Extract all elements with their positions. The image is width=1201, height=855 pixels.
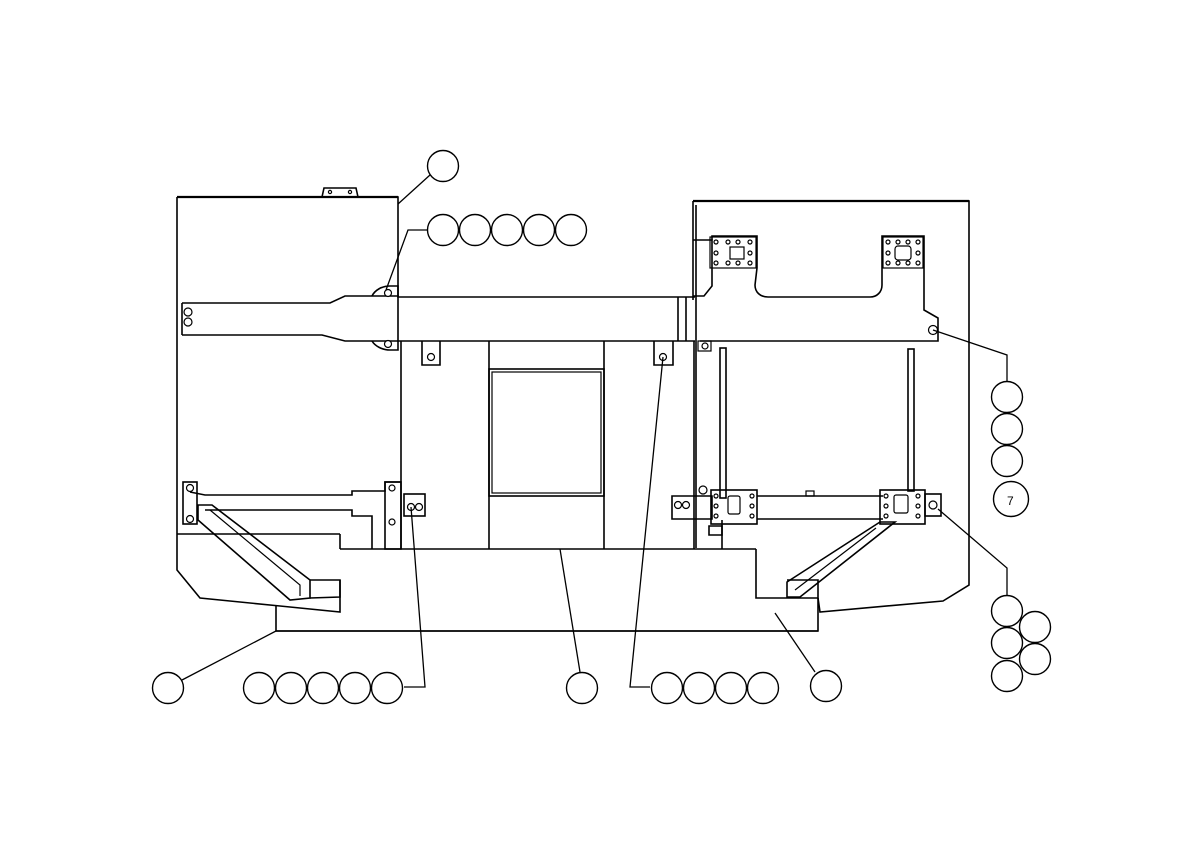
callout-bottom-left[interactable] (151, 671, 185, 705)
callout-bottom-row-b-4[interactable] (746, 671, 780, 705)
frame-drawing (176, 187, 970, 632)
callout-circle[interactable] (990, 594, 1024, 628)
callout-circle[interactable] (746, 671, 780, 705)
callout-circle[interactable] (990, 412, 1024, 446)
callout-circle[interactable] (151, 671, 185, 705)
callout-top-row-4[interactable] (522, 213, 556, 247)
callout-top-row-1[interactable] (426, 213, 460, 247)
callout-label: 7 (1007, 494, 1014, 508)
callout-bottom-row-a-1[interactable] (242, 671, 276, 705)
callout-right-lower-1[interactable] (990, 594, 1024, 628)
callout-circle[interactable] (426, 149, 460, 183)
callout-circle[interactable] (990, 659, 1024, 693)
callout-right-lower-4[interactable] (1018, 642, 1052, 676)
callout-right-selected[interactable]: 7 (992, 480, 1030, 518)
callout-circle[interactable] (426, 213, 460, 247)
callout-circle[interactable] (242, 671, 276, 705)
callout-right-lower-5[interactable] (990, 659, 1024, 693)
callout-circle[interactable] (1018, 610, 1052, 644)
callout-circle[interactable] (990, 626, 1024, 660)
callout-top-row-3[interactable] (490, 213, 524, 247)
callout-circle[interactable] (306, 671, 340, 705)
callout-circle[interactable] (990, 380, 1024, 414)
callout-bottom-row-b-3[interactable] (714, 671, 748, 705)
callout-circle[interactable] (650, 671, 684, 705)
callout-circle[interactable] (990, 444, 1024, 478)
callout-bottom-row-a-2[interactable] (274, 671, 308, 705)
callout-circle[interactable] (522, 213, 556, 247)
left-panel-top (177, 196, 399, 297)
callout-circle[interactable] (458, 213, 492, 247)
callout-circle[interactable] (274, 671, 308, 705)
callout-bottom-row-b-1[interactable] (650, 671, 684, 705)
callout-top-row-5[interactable] (554, 213, 588, 247)
callout-bottom-row-a-4[interactable] (338, 671, 372, 705)
callout-circle-selected[interactable] (992, 480, 1030, 518)
callout-bottom-right[interactable] (809, 669, 843, 703)
callout-group: 7 (151, 149, 1052, 705)
callout-right-lower-2[interactable] (1018, 610, 1052, 644)
callout-right-2[interactable] (990, 412, 1024, 446)
callout-circle[interactable] (565, 671, 599, 705)
callout-bottom-row-a-5[interactable] (370, 671, 404, 705)
callout-bottom-row-b-2[interactable] (682, 671, 716, 705)
callout-circle[interactable] (714, 671, 748, 705)
callout-top-a[interactable] (426, 149, 460, 183)
callout-circle[interactable] (338, 671, 372, 705)
callout-bottom-row-a-3[interactable] (306, 671, 340, 705)
callout-bottom-center[interactable] (565, 671, 599, 705)
callout-circle[interactable] (370, 671, 404, 705)
callout-circle[interactable] (809, 669, 843, 703)
callout-right-1[interactable] (990, 380, 1024, 414)
callout-circle[interactable] (490, 213, 524, 247)
top-clip (321, 187, 359, 198)
callout-right-lower-3[interactable] (990, 626, 1024, 660)
callout-circle[interactable] (682, 671, 716, 705)
callout-right-3[interactable] (990, 444, 1024, 478)
callout-top-row-2[interactable] (458, 213, 492, 247)
callout-leaders (181, 174, 1008, 688)
callout-circle[interactable] (1018, 642, 1052, 676)
callout-circle[interactable] (554, 213, 588, 247)
